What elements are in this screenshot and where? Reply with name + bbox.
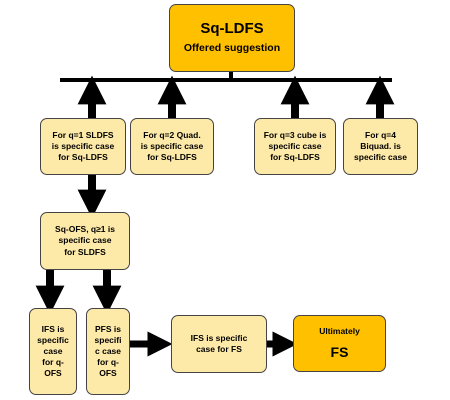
node-ifs-mid-line: IFS is specific: [190, 332, 248, 343]
node-q1: For q=1 SLDFS is specific case for Sq-LD…: [40, 118, 126, 175]
node-q2-line: for Sq-LDFS: [147, 152, 197, 163]
node-sq-ofs-line: specific case: [58, 235, 112, 246]
node-ifs-small-line: for q-: [42, 357, 64, 368]
node-ifs-mid: IFS is specific case for FS: [171, 315, 267, 373]
node-ifs-small: IFS is specific case for q- OFS: [29, 308, 77, 395]
node-pfs-line: OFS: [99, 368, 117, 379]
node-ifs-small-line: OFS: [44, 368, 62, 379]
node-q4-line: specific case: [354, 152, 407, 163]
node-q4-line: Biquad. is: [360, 140, 401, 151]
node-q2-line: For q=2 Quad.: [143, 129, 201, 140]
node-q3-line: specific case: [268, 140, 322, 151]
node-q3: For q=3 cube is specific case for Sq-LDF…: [254, 118, 336, 175]
node-sq-ldfs: Sq-LDFS Offered suggestion: [169, 4, 295, 72]
node-fs: Ultimately FS: [293, 315, 386, 372]
node-q2-line: is specific case: [140, 140, 204, 151]
node-q2: For q=2 Quad. is specific case for Sq-LD…: [130, 118, 214, 175]
node-pfs-line: specifi: [94, 334, 122, 345]
node-pfs: PFS is specifi c case for q- OFS: [86, 308, 130, 395]
node-sq-ofs-line: for SLDFS: [64, 246, 106, 257]
node-q4: For q=4 Biquad. is specific case: [343, 118, 418, 175]
node-pfs-line: for q-: [97, 357, 119, 368]
node-q3-line: for Sq-LDFS: [270, 152, 320, 163]
node-q1-line: for Sq-LDFS: [58, 152, 108, 163]
node-ifs-mid-line: case for FS: [196, 344, 242, 354]
node-fs-subtitle: Ultimately: [319, 325, 360, 336]
node-q3-line: For q=3 cube is: [263, 129, 327, 140]
node-q1-line: For q=1 SLDFS: [52, 129, 114, 140]
node-ifs-small-line: specific: [37, 334, 69, 345]
node-ifs-small-line: IFS is: [41, 323, 65, 334]
node-sq-ofs: Sq-OFS, q≥1 is specific case for SLDFS: [40, 212, 130, 270]
node-fs-title: FS: [330, 343, 349, 360]
node-sq-ldfs-subtitle: Offered suggestion: [183, 42, 281, 55]
node-sq-ldfs-title: Sq-LDFS: [200, 20, 264, 38]
node-ifs-small-line: case: [43, 345, 63, 356]
node-pfs-line: PFS is: [95, 323, 121, 334]
node-q4-line: For q=4: [365, 129, 396, 140]
node-q1-line: is specific case: [51, 140, 115, 151]
node-sq-ofs-line: Sq-OFS, q≥1 is: [55, 224, 115, 235]
node-pfs-line: c case: [95, 345, 121, 356]
